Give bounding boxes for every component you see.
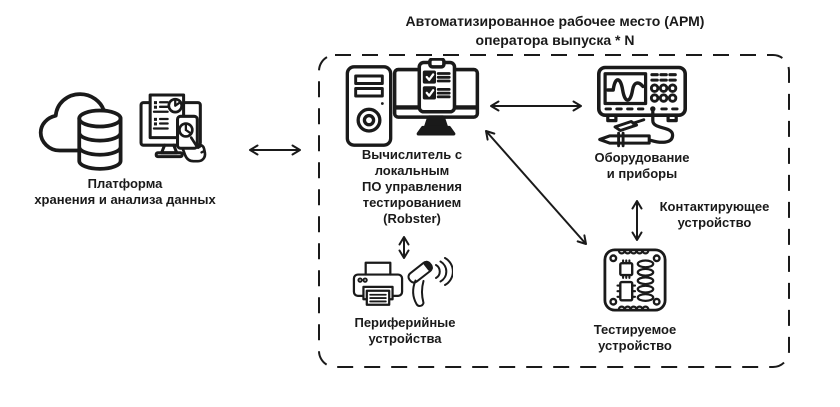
computer-label-line: тестированием [362, 195, 462, 210]
computer-label: Вычислитель с локальным ПО управления те… [337, 147, 487, 227]
platform-label-line: Платформа [87, 176, 163, 191]
monitor-analytics-icon [139, 93, 207, 163]
diagram-title: Автоматизированное рабочее место (АРМ) о… [320, 12, 790, 50]
computer-tower-icon [345, 65, 393, 147]
computer-label-line: локальным [374, 163, 450, 178]
pcb-icon [603, 248, 667, 312]
computer-label-line: (Robster) [383, 211, 441, 226]
peripherals-label: Периферийные устройства [330, 315, 480, 347]
printer-icon [352, 261, 404, 306]
computer-label-line: Вычислитель с [361, 147, 463, 162]
contact-device-label-line: устройство [677, 215, 752, 230]
peripherals-label-line: Периферийные [354, 315, 456, 330]
peripherals-label-line: устройства [368, 331, 442, 346]
dut-label-line: Тестируемое [593, 322, 677, 337]
diagram-title-line2: оператора выпуска * N [475, 32, 635, 48]
contact-device-label: Контактирующее устройство [642, 199, 787, 231]
equipment-label-line: и приборы [606, 166, 678, 181]
platform-label: Платформа хранения и анализа данных [15, 176, 235, 208]
platform-label-line: хранения и анализа данных [34, 192, 216, 207]
arrow-computer-dut [485, 130, 587, 245]
contact-device-label-line: Контактирующее [659, 199, 770, 214]
computer-label-line: ПО управления [362, 179, 462, 194]
diagram-title-line1: Автоматизированное рабочее место (АРМ) [405, 13, 705, 29]
monitor-checklist-icon [392, 58, 480, 136]
dut-label-line: устройство [598, 338, 672, 353]
oscilloscope-probe-icon [597, 65, 687, 148]
cloud-database-icon [38, 92, 123, 171]
arm-boundary-box [318, 54, 790, 368]
dut-label: Тестируемое устройство [560, 322, 710, 354]
equipment-label-line: Оборудование [594, 150, 690, 165]
barcode-scanner-icon [407, 257, 453, 307]
equipment-label: Оборудование и приборы [567, 150, 717, 182]
